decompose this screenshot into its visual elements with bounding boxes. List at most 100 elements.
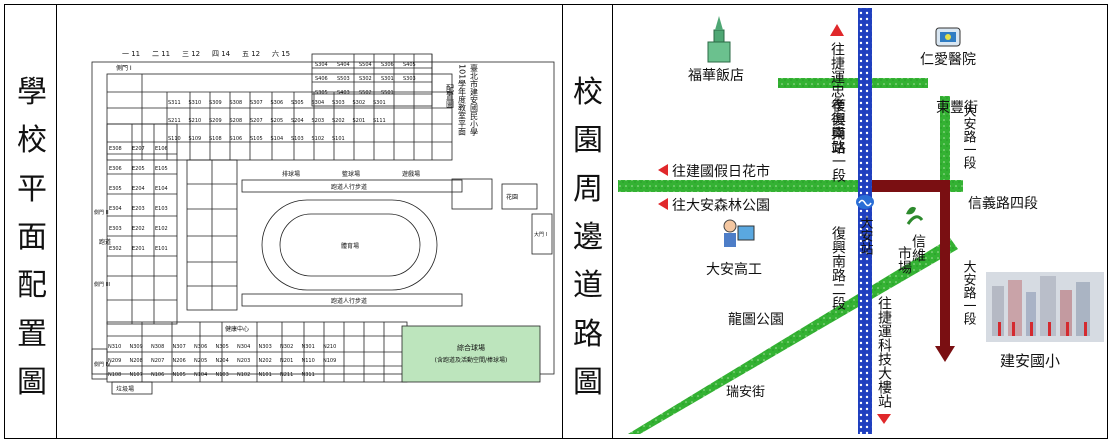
sports2-label: 籃球場 xyxy=(342,170,360,178)
room-code: E305 xyxy=(109,186,122,192)
room-code: S504 xyxy=(359,62,372,68)
room-code: E303 xyxy=(109,226,122,232)
grade-legend-item: 四 14 xyxy=(212,50,231,58)
market-label-line1: 信維 xyxy=(910,234,926,262)
grade-legend-item: 一 11 xyxy=(122,50,140,58)
room-code: S301 xyxy=(381,76,394,82)
room-code: E102 xyxy=(155,226,168,232)
route-arrow-icon xyxy=(935,346,955,362)
floorplan-title-line: 101學年度教室平面 xyxy=(458,64,467,136)
room-code: S304 xyxy=(312,100,325,106)
playground-sub-label: (含跑道及活動空間/棒球場) xyxy=(435,356,508,364)
room-code: S310 xyxy=(189,100,202,106)
gate-label: 側門 II xyxy=(94,209,109,216)
market-icon xyxy=(906,206,924,225)
room-code: S201 xyxy=(353,118,366,124)
room-code: E204 xyxy=(132,186,145,192)
room-code: N106 xyxy=(151,372,164,378)
frame-divider-2 xyxy=(562,4,563,439)
room-code: E207 xyxy=(132,146,145,152)
sports-label: 排球場 xyxy=(282,170,300,178)
north-direction-label: 往捷運忠孝復興站 xyxy=(829,42,845,154)
room-code: N201 xyxy=(280,358,293,364)
room-code: E203 xyxy=(132,206,145,212)
west-flower-direction: 往建國假日花市 xyxy=(658,163,770,180)
room-code: N104 xyxy=(194,372,207,378)
room-code: S102 xyxy=(312,136,325,142)
hospital-label: 仁愛醫院 xyxy=(920,52,976,68)
room-code: E304 xyxy=(109,206,122,212)
room-code: N103 xyxy=(216,372,229,378)
room-code: N105 xyxy=(173,372,186,378)
room-code: N204 xyxy=(216,358,229,364)
room-code: S105 xyxy=(250,136,263,142)
floorplan-title-line: 臺北市建安國民小學 xyxy=(470,63,479,137)
room-code: S302 xyxy=(359,76,372,82)
room-code: S208 xyxy=(230,118,243,124)
room-code: N211 xyxy=(280,372,293,378)
running-track-inner xyxy=(279,213,421,277)
room-code: S111 xyxy=(373,118,386,124)
school-building-icon xyxy=(986,272,1104,342)
room-code: S209 xyxy=(209,118,222,124)
metro-line xyxy=(858,8,872,434)
room-code: S204 xyxy=(291,118,304,124)
runway-label: 跑道 xyxy=(99,238,111,246)
road-label-fuxing-s1: 復興南路一段 xyxy=(830,97,846,182)
title-char: 道 xyxy=(573,268,603,304)
west-flower-arrow-icon xyxy=(658,164,668,176)
track-label: 體育場 xyxy=(341,242,359,250)
frame-divider-1 xyxy=(56,4,57,439)
station-label: 大安站 xyxy=(858,216,874,255)
route-daan xyxy=(940,180,950,350)
title-char: 平 xyxy=(17,171,47,207)
room-code: S302 xyxy=(353,100,366,106)
grade-legend-item: 二 11 xyxy=(152,50,170,58)
corridor-bottom-label: 跑道人行步道 xyxy=(331,297,367,305)
room-code: S211 xyxy=(168,118,181,124)
title-char: 校 xyxy=(17,123,47,159)
gate-label: 大門 I xyxy=(534,231,547,238)
room-code: E202 xyxy=(132,226,145,232)
room-code: E201 xyxy=(132,246,145,252)
grade-legend-item: 六 15 xyxy=(272,49,290,58)
pe-label: 遊戲場 xyxy=(402,170,420,178)
road-dongfeng xyxy=(778,78,928,88)
playground-area xyxy=(401,325,541,383)
room-code: N209 xyxy=(108,358,121,364)
park-label: 龍圖公園 xyxy=(728,311,784,328)
gate-label: 側門 III xyxy=(94,281,110,288)
west-park-label: 往大安森林公園 xyxy=(672,198,770,214)
room-code: S305 xyxy=(291,100,304,106)
site-boundary xyxy=(91,61,555,375)
road-label-dongfeng: 東豐街 xyxy=(936,100,978,116)
frame-right-border xyxy=(1107,4,1108,439)
corridor-top xyxy=(241,179,463,193)
room-code: S308 xyxy=(230,100,243,106)
room-code: N309 xyxy=(130,344,143,350)
room-code: S307 xyxy=(250,100,263,106)
room-code: N306 xyxy=(194,344,207,350)
room-code: N202 xyxy=(259,358,272,364)
south-direction: 往捷運科技大樓站 xyxy=(876,296,892,424)
title-char: 路 xyxy=(573,316,603,352)
room-code: N304 xyxy=(237,344,250,350)
room-code: S405 xyxy=(403,62,416,68)
room-code: S106 xyxy=(230,136,243,142)
room-code: N308 xyxy=(151,344,164,350)
title-char: 邊 xyxy=(573,219,603,255)
corridor-bottom xyxy=(241,293,463,307)
room-code: E101 xyxy=(155,246,168,252)
room-code: S304 xyxy=(315,62,328,68)
room-code: S305 xyxy=(315,90,328,96)
room-code: S502 xyxy=(359,90,372,96)
room-code: S109 xyxy=(189,136,202,142)
road-label-ruian: 瑞安街 xyxy=(726,385,765,400)
room-code: E106 xyxy=(155,146,168,152)
trash-label: 垃圾場 xyxy=(116,385,134,393)
room-code: S404 xyxy=(337,62,350,68)
title-char: 面 xyxy=(17,219,47,255)
